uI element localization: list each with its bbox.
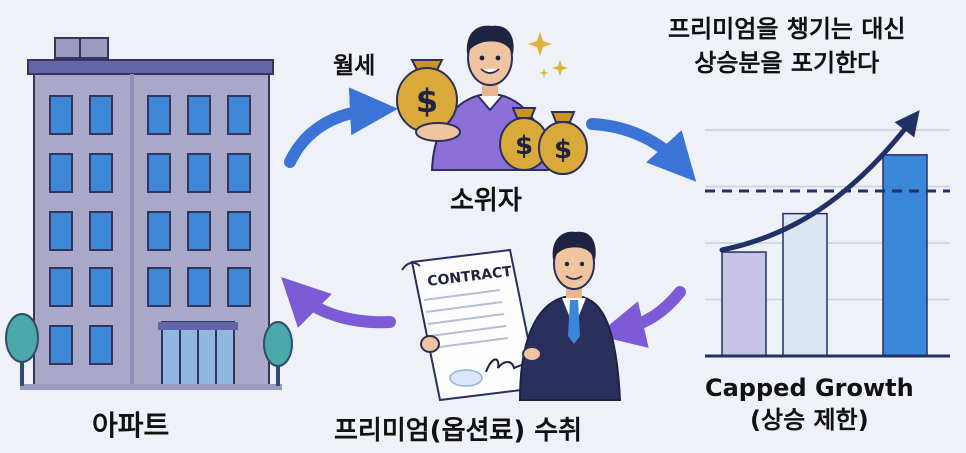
businessman (420, 231, 622, 401)
owner-label: 소위자 (450, 186, 522, 216)
window-grid (49, 95, 251, 365)
arrow-rent-to-owner (284, 87, 398, 168)
tradeoff-caption: 프리미엄을 챙기는 대신 상승분을 포기한다 (668, 12, 906, 80)
money-bag-small-2: $ (538, 111, 588, 175)
money-bag-small-1: $ (499, 107, 549, 171)
window (147, 211, 171, 251)
window (227, 95, 251, 135)
contract-document: CONTRACT (401, 248, 540, 402)
window (89, 95, 113, 135)
window (187, 153, 211, 193)
arrow-chart-to-contract (596, 286, 686, 348)
tree-right (263, 321, 293, 386)
window (49, 267, 73, 307)
window (89, 211, 113, 251)
window (187, 211, 211, 251)
sparkle-icon (528, 32, 568, 78)
money-bag-large: $ (396, 59, 461, 142)
chart-bars (721, 154, 928, 357)
chart-bar-3 (882, 154, 928, 357)
window (147, 267, 171, 307)
tree-left (5, 313, 39, 386)
capped-growth-subtitle: (상승 제한) (750, 406, 869, 434)
apartment-label: 아파트 (92, 409, 170, 442)
capped-growth-caption: Capped Growth (상승 제한) (705, 372, 914, 436)
window (187, 267, 211, 307)
window (227, 153, 251, 193)
arrow-contract-to-apartment (281, 277, 396, 329)
window (227, 267, 251, 307)
window (49, 325, 73, 365)
tradeoff-line-1: 프리미엄을 챙기는 대신 (668, 15, 906, 43)
window (49, 95, 73, 135)
dollar-sign: $ (554, 135, 572, 165)
window (147, 95, 171, 135)
window (187, 95, 211, 135)
window (89, 153, 113, 193)
window (89, 325, 113, 365)
arrow-owner-to-chart (586, 118, 697, 182)
tradeoff-line-2: 상승분을 포기한다 (694, 49, 880, 77)
dollar-sign: $ (416, 82, 438, 120)
dollar-sign: $ (515, 131, 533, 161)
chart-bar-1 (721, 251, 767, 357)
chart-bar-2 (782, 212, 828, 357)
capped-growth-chart (705, 110, 950, 358)
capped-growth-title: Capped Growth (705, 374, 914, 402)
window (49, 153, 73, 193)
rent-label: 월세 (333, 53, 376, 79)
premium-label: 프리미엄(옵션료) 수취 (334, 416, 583, 446)
window (89, 267, 113, 307)
window (49, 211, 73, 251)
window (227, 211, 251, 251)
growth-trend-arrow (719, 110, 920, 253)
apartment-building (20, 37, 282, 390)
window (147, 153, 171, 193)
